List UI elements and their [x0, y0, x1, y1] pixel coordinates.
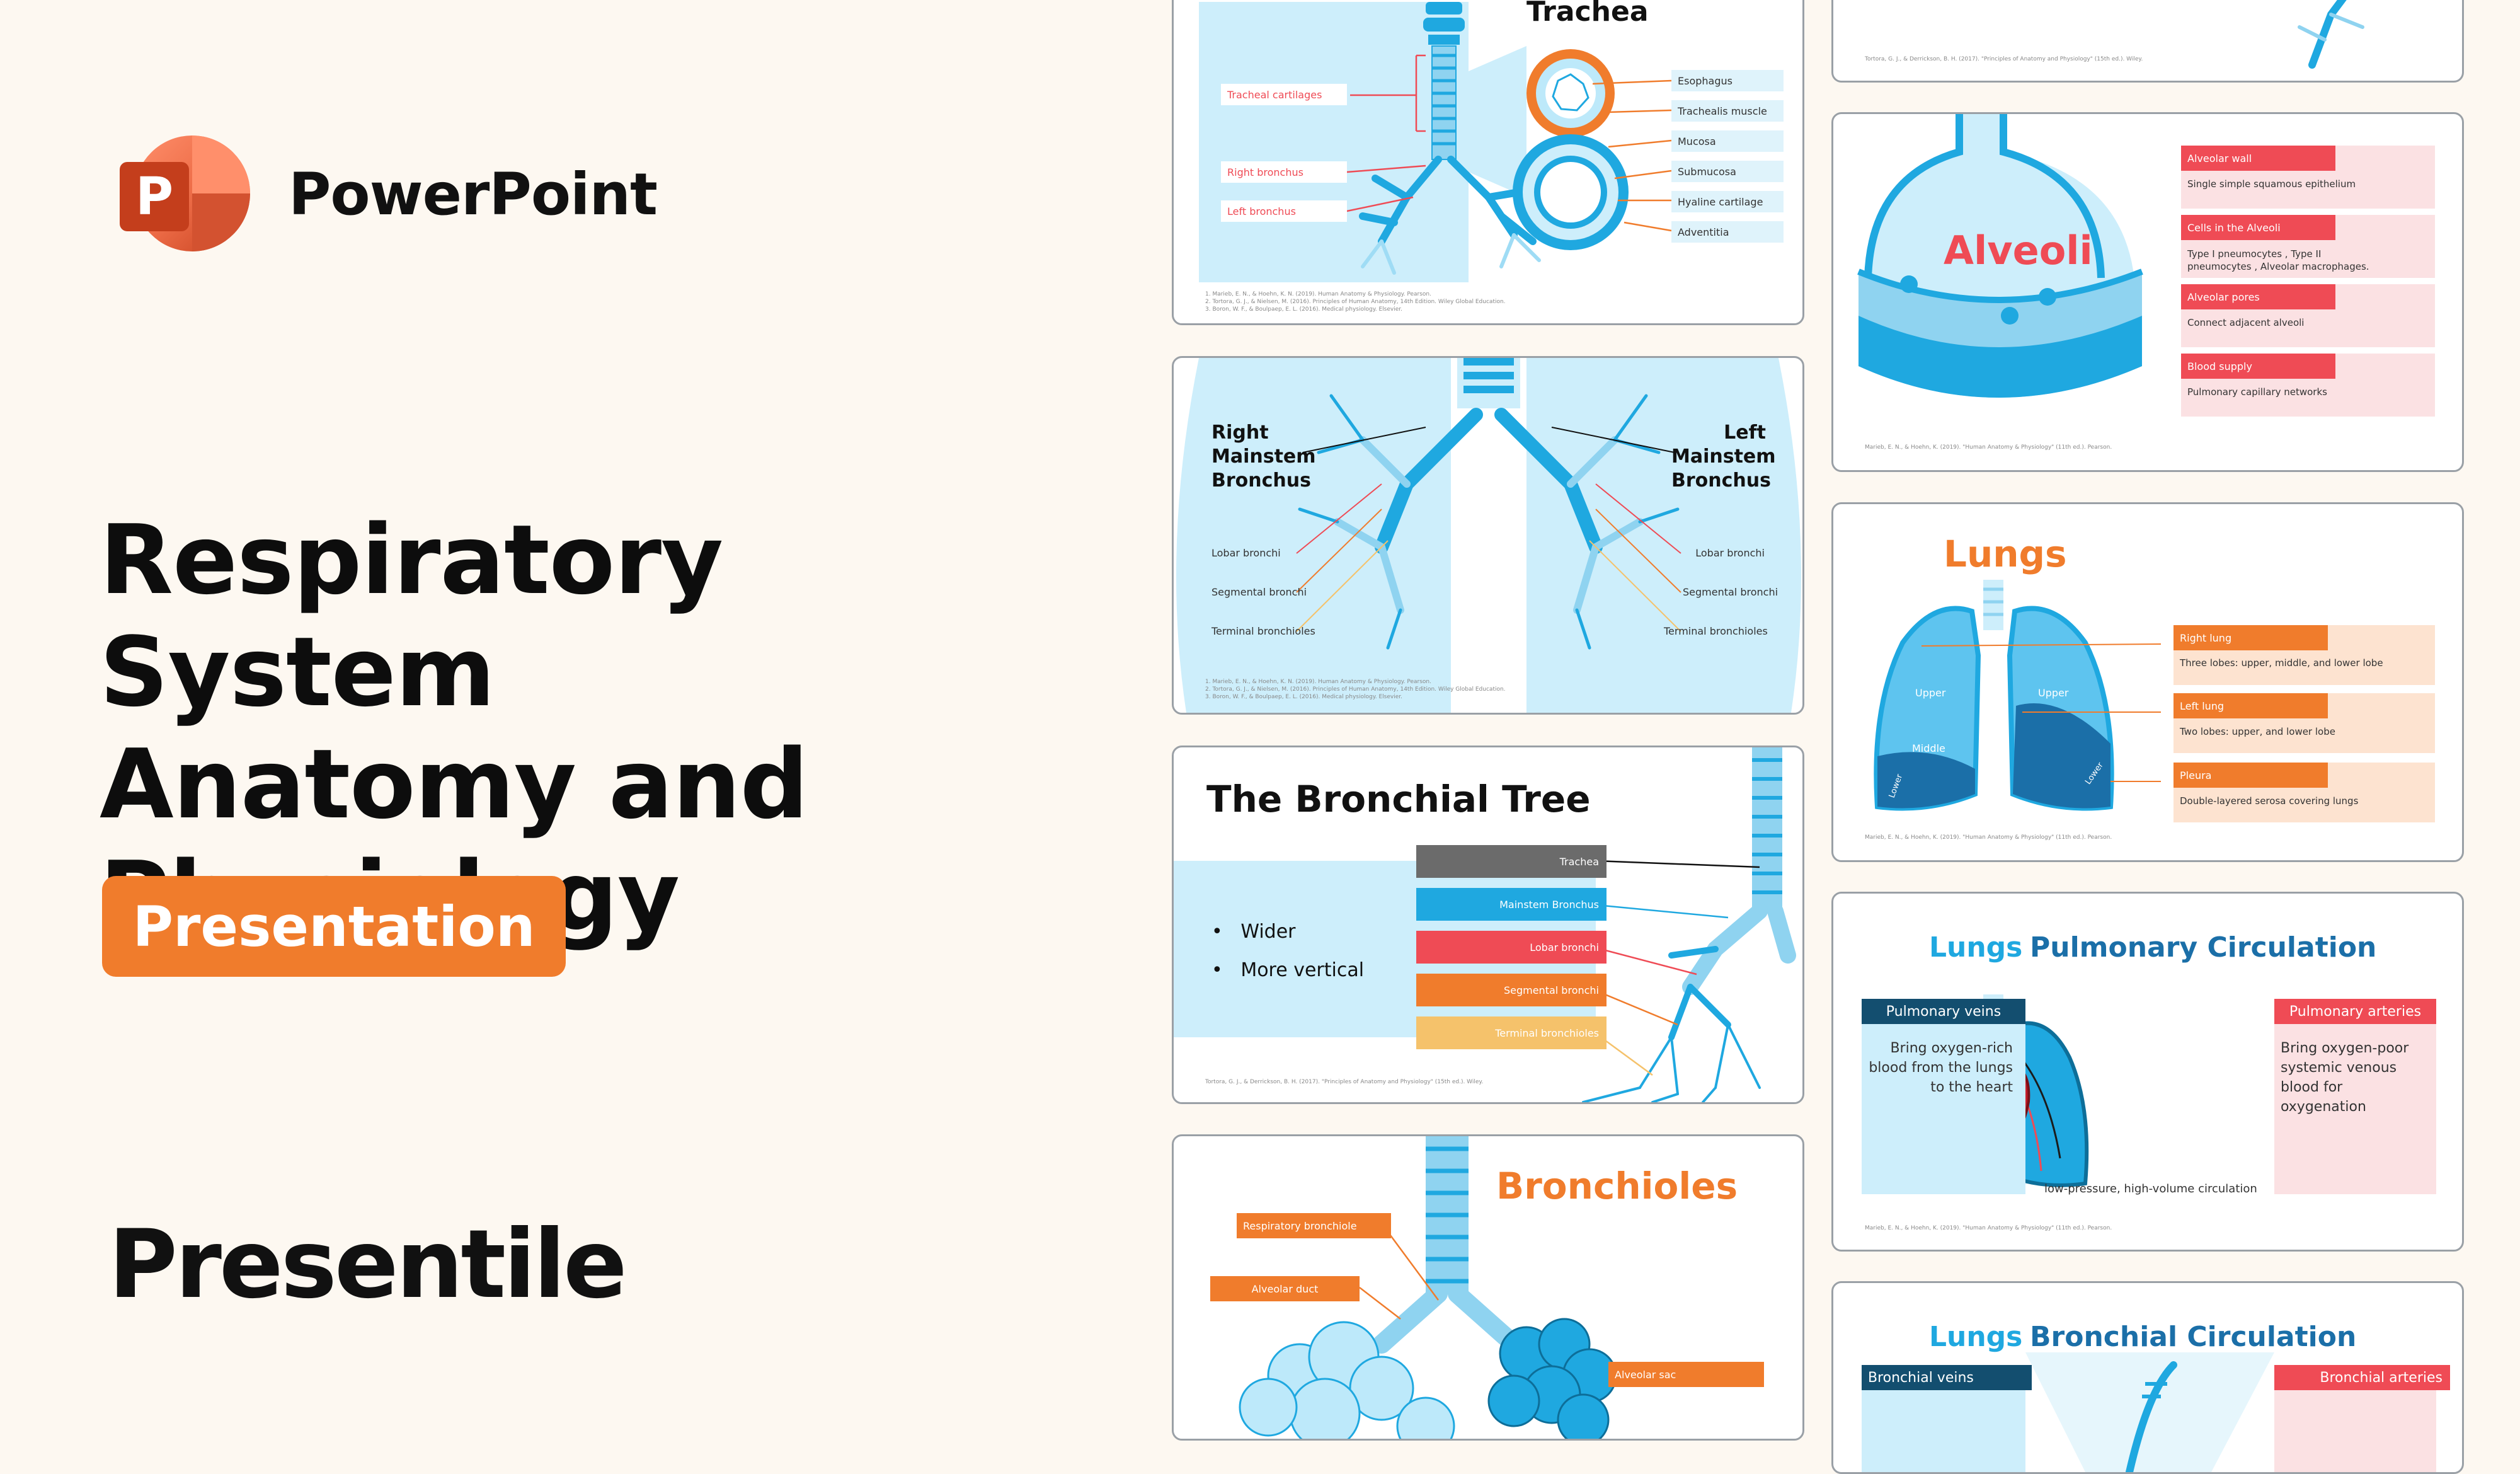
slide-trachea[interactable]: Trachea Tracheal cartilages Right bronch…	[1172, 0, 1804, 325]
slide-pulmonary-circulation[interactable]: Lungs Pulmonary Circulation Pulmonary ve…	[1831, 892, 2464, 1252]
desc-alveolar-pores: Connect adjacent alveoli	[2187, 317, 2305, 328]
slide-title-a: Lungs	[1929, 1321, 2023, 1353]
slide-title: Lungs	[1944, 533, 2067, 575]
reference: Marieb, E. N., & Hoehn, K. (2019). "Huma…	[1865, 834, 2112, 841]
arteries-card	[2274, 999, 2436, 1194]
label-tracheal-cartilages: Tracheal cartilages	[1221, 84, 1347, 105]
reference: Tortora, G. J., & Derrickson, B. H. (201…	[1865, 56, 2143, 62]
brand-logo: Presentile	[108, 1210, 627, 1320]
lungs-illustration	[1874, 580, 2162, 811]
label-mucosa: Mucosa	[1671, 130, 1784, 152]
slide-alveoli[interactable]: Alveoli Alveolar wall Single simple squa…	[1831, 112, 2464, 472]
caption: low-pressure, high-volume circulation	[2044, 1182, 2257, 1195]
legend-mainstem: Mainstem Bronchus	[1416, 888, 1606, 921]
slide-title: Trachea	[1526, 0, 1649, 28]
label-submucosa: Submucosa	[1671, 161, 1784, 182]
svg-text:P: P	[135, 167, 173, 227]
desc-left-lung: Two lobes: upper, and lower lobe	[2180, 726, 2335, 737]
label-right-bronchus: Right bronchus	[1221, 161, 1347, 183]
desc-pleura: Double-layered serosa covering lungs	[2180, 795, 2359, 807]
slide-bronchial-tree[interactable]: The Bronchial Tree • Wider • More vertic…	[1172, 746, 1804, 1104]
bullet-2: • More vertical	[1211, 959, 1365, 981]
desc-pulmonary-veins: Bring oxygen-rich blood from the lungs t…	[1869, 1040, 2013, 1095]
label-adventitia: Adventitia	[1671, 221, 1784, 243]
tag-alveolar-wall: Alveolar wall	[2181, 146, 2335, 171]
slide-partial-top[interactable]: Tortora, G. J., & Derrickson, B. H. (201…	[1831, 0, 2464, 83]
app-name: PowerPoint	[289, 161, 658, 228]
tag-pleura: Pleura	[2174, 763, 2328, 788]
tag-right-lung: Right lung	[2174, 625, 2328, 650]
tag-blood-supply: Blood supply	[2181, 354, 2335, 379]
label-respiratory-bronchiole: Respiratory bronchiole	[1237, 1213, 1391, 1238]
slide-title: The Bronchial Tree	[1206, 778, 1591, 820]
reference: Tortora, G. J., & Derrickson, B. H. (201…	[1205, 1079, 1484, 1085]
references: 1. Marieb, E. N., & Hoehn, K. N. (2019).…	[1205, 291, 1506, 313]
label-left-segmental: Segmental bronchi	[1683, 586, 1778, 598]
label-alveolar-sac: Alveolar sac	[1608, 1362, 1764, 1387]
slide-title-b: Bronchial Circulation	[2030, 1321, 2357, 1353]
legend-segmental: Segmental bronchi	[1416, 974, 1606, 1006]
slide-mainstem-bronchus[interactable]: Right Mainstem Bronchus Left Mainstem Br…	[1172, 356, 1804, 715]
label-esophagus: Esophagus	[1671, 70, 1784, 91]
desc-pulmonary-arteries: Bring oxygen-poor systemic venous blood …	[2281, 1040, 2409, 1115]
label-alveolar-duct: Alveolar duct	[1210, 1276, 1360, 1301]
legend-trachea: Trachea	[1416, 845, 1606, 878]
bullet-1: • Wider	[1211, 921, 1296, 943]
label-left-bronchus: Left bronchus	[1221, 200, 1347, 222]
tag-bronchial-arteries: Bronchial arteries	[2274, 1365, 2450, 1390]
left-mainstem-title: Left Mainstem Bronchus	[1671, 422, 1776, 492]
desc-cells: Type I pneumocytes , Type II pneumocytes…	[2187, 248, 2369, 272]
trachea-illustration	[1199, 2, 1672, 282]
reference: Marieb, E. N., & Hoehn, K. (2019). "Huma…	[1865, 444, 2112, 451]
lobe-label-left-upper: Upper	[2038, 687, 2069, 699]
right-mainstem-title: Right Mainstem Bronchus	[1211, 422, 1316, 492]
label-right-segmental: Segmental bronchi	[1211, 586, 1307, 598]
slide-title-b: Pulmonary Circulation	[2030, 931, 2377, 964]
slide-title-a: Lungs	[1929, 931, 2023, 964]
title-line-2: Anatomy and	[100, 728, 808, 840]
references: 1. Marieb, E. N., & Hoehn, K. N. (2019).…	[1205, 679, 1506, 700]
title-line-1: Respiratory System	[100, 504, 723, 728]
label-right-lobar: Lobar bronchi	[1211, 547, 1281, 559]
legend-lobar: Lobar bronchi	[1416, 931, 1606, 964]
slide-bronchial-circulation[interactable]: Lungs Bronchial Circulation Bronchial ve…	[1831, 1281, 2464, 1474]
reference: Marieb, E. N., & Hoehn, K. (2019). "Huma…	[1865, 1225, 2112, 1231]
tag-pulmonary-veins: Pulmonary veins	[1862, 999, 2025, 1024]
tag-pulmonary-arteries: Pulmonary arteries	[2274, 999, 2436, 1024]
label-right-terminal: Terminal bronchioles	[1211, 625, 1315, 637]
label-trachealis-muscle: Trachealis muscle	[1671, 100, 1784, 122]
slide-title: Bronchioles	[1496, 1165, 1738, 1207]
tag-left-lung: Left lung	[2174, 693, 2328, 718]
label-left-lobar: Lobar bronchi	[1695, 547, 1765, 559]
slide-lungs[interactable]: Lungs Upper Upper Middle Lower Lower Rig…	[1831, 502, 2464, 862]
veins-card	[1862, 999, 2025, 1194]
lobe-label-right-middle: Middle	[1912, 742, 1945, 754]
partial-illustration	[2298, 0, 2364, 69]
label-left-terminal: Terminal bronchioles	[1664, 625, 1768, 637]
tag-alveolar-pores: Alveolar pores	[2181, 284, 2335, 309]
desc-blood-supply: Pulmonary capillary networks	[2187, 386, 2327, 398]
legend-terminal: Terminal bronchioles	[1416, 1016, 1606, 1049]
desc-alveolar-wall: Single simple squamous epithelium	[2187, 178, 2356, 190]
alveoli-illustration	[1857, 114, 2143, 398]
slide-bronchioles[interactable]: Bronchioles Respiratory bronchiole Alveo…	[1172, 1134, 1804, 1441]
slide-title: Alveoli	[1944, 227, 2093, 273]
presentation-badge: Presentation	[102, 876, 566, 977]
lobe-label-right-upper: Upper	[1915, 687, 1946, 699]
tag-cells: Cells in the Alveoli	[2181, 215, 2335, 240]
desc-right-lung: Three lobes: upper, middle, and lower lo…	[2180, 657, 2383, 669]
label-hyaline-cartilage: Hyaline cartilage	[1671, 191, 1784, 212]
lungs-bronchi-illustration	[1176, 358, 1801, 713]
powerpoint-logo-icon: P	[120, 129, 252, 258]
tag-bronchial-veins: Bronchial veins	[1862, 1365, 2032, 1390]
